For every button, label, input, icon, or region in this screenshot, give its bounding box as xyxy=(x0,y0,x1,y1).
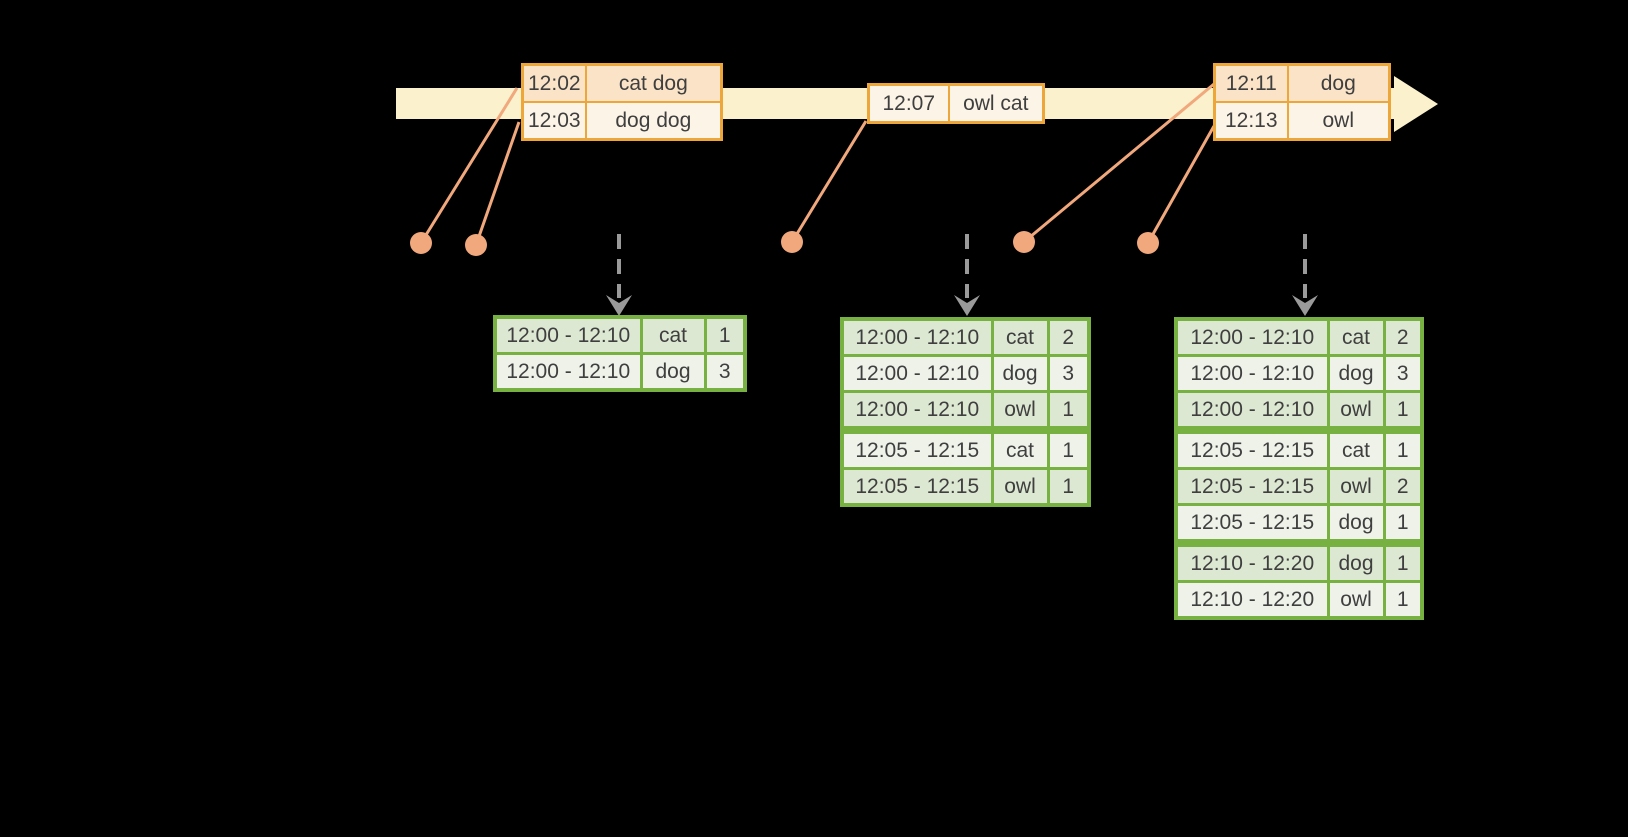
result-row: 12:05 - 12:15 dog 1 xyxy=(1174,503,1424,545)
result-word-cell: cat xyxy=(990,317,1050,357)
result-word-cell: dog xyxy=(1326,354,1386,393)
result-count-cell: 2 xyxy=(1046,317,1091,357)
result-row: 12:05 - 12:15 cat 1 xyxy=(1174,426,1424,470)
event-connector-line xyxy=(1023,82,1215,244)
result-table-3: 12:00 - 12:10 cat 2 12:00 - 12:10 dog 3 … xyxy=(1174,317,1424,620)
result-row: 12:10 - 12:20 owl 1 xyxy=(1174,580,1424,620)
event-time-cell: 12:11 xyxy=(1213,63,1289,103)
result-count-cell: 1 xyxy=(703,315,747,355)
result-row: 12:05 - 12:15 cat 1 xyxy=(840,426,1091,470)
result-count-cell: 1 xyxy=(1382,580,1424,620)
event-connector-line xyxy=(1146,125,1216,244)
event-table-1: 12:02 cat dog 12:03 dog dog xyxy=(521,63,724,141)
result-word-cell: owl xyxy=(990,390,1050,432)
event-connector-line xyxy=(419,87,519,244)
event-words-cell: dog dog xyxy=(584,101,723,141)
result-window-cell: 12:00 - 12:10 xyxy=(1174,390,1330,432)
trigger-arrowhead-icon xyxy=(954,295,980,316)
result-word-cell: cat xyxy=(1326,317,1386,357)
result-table-1: 12:00 - 12:10 cat 1 12:00 - 12:10 dog 3 xyxy=(493,315,747,392)
result-window-cell: 12:05 - 12:15 xyxy=(1174,467,1330,506)
result-window-cell: 12:05 - 12:15 xyxy=(840,467,994,507)
result-row: 12:00 - 12:10 dog 3 xyxy=(840,354,1091,393)
result-row: 12:00 - 12:10 cat 2 xyxy=(840,317,1091,357)
event-time-cell: 12:13 xyxy=(1213,101,1289,141)
result-word-cell: dog xyxy=(639,352,707,392)
result-window-cell: 12:00 - 12:10 xyxy=(840,354,994,393)
trigger-arrowhead-icon xyxy=(1292,295,1318,316)
event-row: 12:13 owl xyxy=(1213,101,1391,141)
event-dot-icon xyxy=(1137,232,1159,254)
result-word-cell: dog xyxy=(1326,539,1386,583)
result-row: 12:00 - 12:10 cat 2 xyxy=(1174,317,1424,357)
result-word-cell: cat xyxy=(1326,426,1386,470)
result-window-cell: 12:00 - 12:10 xyxy=(493,352,643,392)
event-time-cell: 12:07 xyxy=(867,83,950,124)
result-word-cell: owl xyxy=(1326,390,1386,432)
result-count-cell: 2 xyxy=(1382,467,1424,506)
result-row: 12:00 - 12:10 dog 3 xyxy=(493,352,747,392)
event-table-2: 12:07 owl cat xyxy=(867,83,1045,124)
result-row: 12:00 - 12:10 dog 3 xyxy=(1174,354,1424,393)
event-connector-line xyxy=(474,121,521,246)
result-window-cell: 12:00 - 12:10 xyxy=(1174,354,1330,393)
result-window-cell: 12:00 - 12:10 xyxy=(1174,317,1330,357)
result-count-cell: 1 xyxy=(1382,539,1424,583)
event-row: 12:02 cat dog xyxy=(521,63,723,103)
event-time-cell: 12:02 xyxy=(521,63,587,103)
result-window-cell: 12:00 - 12:10 xyxy=(840,390,994,432)
result-row: 12:00 - 12:10 cat 1 xyxy=(493,315,747,355)
event-connector-line xyxy=(790,120,868,243)
result-window-cell: 12:05 - 12:15 xyxy=(1174,503,1330,545)
event-row: 12:03 dog dog xyxy=(521,101,723,141)
result-word-cell: dog xyxy=(990,354,1050,393)
result-row: 12:10 - 12:20 dog 1 xyxy=(1174,539,1424,583)
result-row: 12:00 - 12:10 owl 1 xyxy=(1174,390,1424,432)
result-window-cell: 12:05 - 12:15 xyxy=(840,426,994,470)
result-count-cell: 1 xyxy=(1046,467,1091,507)
result-word-cell: owl xyxy=(990,467,1050,507)
result-word-cell: cat xyxy=(639,315,707,355)
result-count-cell: 3 xyxy=(1382,354,1424,393)
event-words-cell: dog xyxy=(1286,63,1391,103)
result-count-cell: 1 xyxy=(1382,503,1424,545)
result-count-cell: 1 xyxy=(1382,426,1424,470)
result-word-cell: cat xyxy=(990,426,1050,470)
event-dot-icon xyxy=(465,234,487,256)
event-table-3: 12:11 dog 12:13 owl xyxy=(1213,63,1391,141)
result-row: 12:05 - 12:15 owl 2 xyxy=(1174,467,1424,506)
result-count-cell: 1 xyxy=(1046,426,1091,470)
result-row: 12:05 - 12:15 owl 1 xyxy=(840,467,1091,507)
result-count-cell: 1 xyxy=(1382,390,1424,432)
event-row: 12:07 owl cat xyxy=(867,83,1045,124)
event-words-cell: owl cat xyxy=(947,83,1045,124)
result-count-cell: 3 xyxy=(1046,354,1091,393)
result-window-cell: 12:10 - 12:20 xyxy=(1174,539,1330,583)
result-word-cell: owl xyxy=(1326,580,1386,620)
result-count-cell: 2 xyxy=(1382,317,1424,357)
result-window-cell: 12:10 - 12:20 xyxy=(1174,580,1330,620)
timeline-arrowhead-icon xyxy=(1394,76,1438,132)
trigger-arrowhead-icon xyxy=(606,295,632,316)
result-window-cell: 12:05 - 12:15 xyxy=(1174,426,1330,470)
result-word-cell: dog xyxy=(1326,503,1386,545)
result-count-cell: 3 xyxy=(703,352,747,392)
result-window-cell: 12:00 - 12:10 xyxy=(493,315,643,355)
event-row: 12:11 dog xyxy=(1213,63,1391,103)
event-words-cell: cat dog xyxy=(584,63,723,103)
event-dot-icon xyxy=(781,231,803,253)
event-words-cell: owl xyxy=(1286,101,1391,141)
result-table-2: 12:00 - 12:10 cat 2 12:00 - 12:10 dog 3 … xyxy=(840,317,1091,507)
event-dot-icon xyxy=(410,232,432,254)
result-count-cell: 1 xyxy=(1046,390,1091,432)
result-window-cell: 12:00 - 12:10 xyxy=(840,317,994,357)
event-time-cell: 12:03 xyxy=(521,101,587,141)
result-word-cell: owl xyxy=(1326,467,1386,506)
result-row: 12:00 - 12:10 owl 1 xyxy=(840,390,1091,432)
event-dot-icon xyxy=(1013,231,1035,253)
